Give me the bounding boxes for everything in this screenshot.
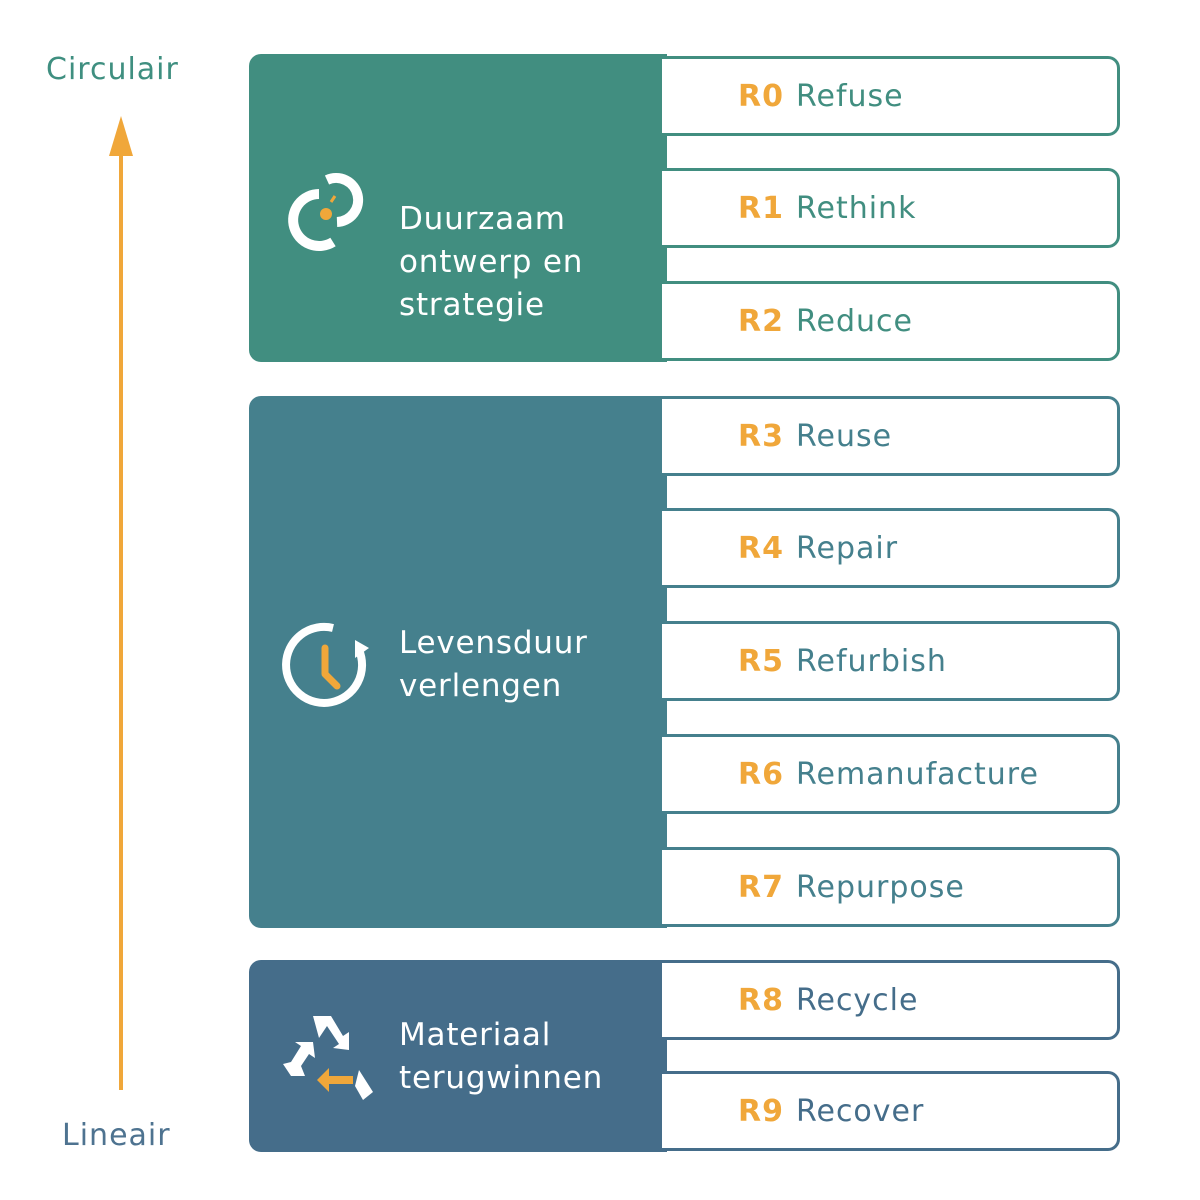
group-levensduur-verlengen: Levensduur verlengen <box>249 396 667 928</box>
r-code: R6 <box>738 756 784 792</box>
axis-arrow-line <box>119 130 123 1090</box>
r-item-remanufacture: R6 Remanufacture <box>662 734 1120 814</box>
r-code: R9 <box>738 1093 784 1129</box>
axis-label-circulair: Circulair <box>46 52 179 87</box>
r-label: Repair <box>795 530 899 566</box>
r-code: R8 <box>738 982 784 1018</box>
r-label: Reduce <box>795 303 913 339</box>
r-item-refuse: R0 Refuse <box>662 56 1120 136</box>
r-label: Recycle <box>795 982 919 1018</box>
r-item-recycle: R8 Recycle <box>662 960 1120 1040</box>
r-label: Repurpose <box>795 869 965 905</box>
r-item-recover: R9 Recover <box>662 1071 1120 1151</box>
recycle-icon <box>283 1016 373 1100</box>
group-duurzaam-ontwerp: Duurzaam ontwerp en strategie <box>249 54 667 362</box>
r-item-repurpose: R7 Repurpose <box>662 847 1120 927</box>
r-label: Remanufacture <box>795 756 1039 792</box>
r-item-refurbish: R5 Refurbish <box>662 621 1120 701</box>
r-label: Refurbish <box>795 643 947 679</box>
group-title: Materiaal terugwinnen <box>399 1017 604 1096</box>
link-chain-icon <box>288 173 364 251</box>
r-label: Recover <box>795 1093 925 1129</box>
r-label: Rethink <box>795 190 917 226</box>
r-item-reuse: R3 Reuse <box>662 396 1120 476</box>
group-materiaal-terugwinnen: Materiaal terugwinnen <box>249 960 667 1152</box>
r-code: R3 <box>738 418 784 454</box>
r-code: R2 <box>738 303 784 339</box>
r-code: R0 <box>738 78 784 114</box>
r-code: R4 <box>738 530 784 566</box>
r-code: R5 <box>738 643 784 679</box>
group-title: Duurzaam ontwerp en strategie <box>399 201 584 323</box>
r-label: Reuse <box>795 418 893 454</box>
r-label: Refuse <box>795 78 904 114</box>
group-title: Levensduur verlengen <box>399 625 588 704</box>
r-item-repair: R4 Repair <box>662 508 1120 588</box>
r-item-rethink: R1 Rethink <box>662 168 1120 248</box>
clock-refresh-icon <box>282 622 369 707</box>
r-code: R7 <box>738 869 784 905</box>
axis-label-lineair: Lineair <box>62 1118 171 1153</box>
r-item-reduce: R2 Reduce <box>662 281 1120 361</box>
r-code: R1 <box>738 190 784 226</box>
